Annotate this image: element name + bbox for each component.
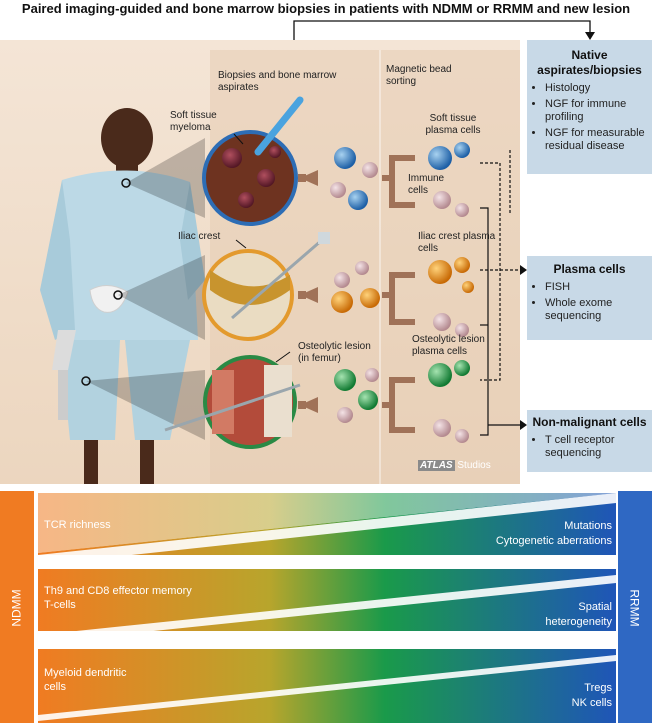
soft-plasma-label: Soft tissue plasma cells <box>425 113 481 136</box>
soft-tissue-sample <box>202 96 304 226</box>
row2-right-1: Spatial <box>578 601 612 613</box>
row3-right-2: NK cells <box>571 697 612 709</box>
row3-left: Myeloid dendritic cells <box>44 667 127 693</box>
plasma-item: FISH <box>545 281 646 294</box>
plasma-title: Plasma cells <box>553 262 626 276</box>
mixed-cells-2 <box>331 261 380 313</box>
iliac-plasma-label: Iliac crest plasma cells <box>418 231 496 254</box>
iliac-crest-sample <box>202 232 330 341</box>
figure-title: Paired imaging-guided and bone marrow bi… <box>21 1 631 16</box>
osteolytic-label: Osteolytic lesion (in femur) <box>298 341 371 364</box>
native-item: NGF for immune profiling <box>545 98 646 124</box>
row2-right-2: heterogeneity <box>545 616 612 628</box>
ndmm-band: NDMM <box>0 491 34 723</box>
gradient-wedges <box>38 493 616 723</box>
col-label-sorting: Magnetic bead sorting <box>386 64 452 87</box>
osteolytic-lesion-sample <box>164 355 301 449</box>
osteo-plasma-label: Osteolytic lesion plasma cells <box>412 334 485 357</box>
patient-figure <box>40 108 205 484</box>
native-item: NGF for measurable residual disease <box>545 127 646 153</box>
plasma-item: Whole exome sequencing <box>545 297 646 323</box>
row1-left: TCR richness <box>44 519 111 531</box>
mixed-cells-1 <box>330 147 378 210</box>
credit: ATLAS Studios <box>418 460 491 471</box>
row3-right-1: Tregs <box>584 682 612 694</box>
nonmal-item: T cell receptor sequencing <box>545 434 646 460</box>
box-arrows <box>520 265 527 430</box>
native-box: Native aspirates/biopsies Histology NGF … <box>527 40 652 174</box>
biopsy-illustration: Biopsies and bone marrow aspirates Magne… <box>0 40 520 484</box>
soft-tissue-label: Soft tissue myeloma <box>170 110 217 133</box>
row2-left: Th9 and CD8 effector memory T-cells <box>44 585 192 611</box>
native-title: Native aspirates/biopsies <box>537 48 642 77</box>
immune-cells-label: Immune cells <box>408 173 445 196</box>
rrmm-band: RRMM <box>618 491 652 723</box>
iliac-crest-label: Iliac crest <box>178 231 221 242</box>
mixed-cells-3 <box>334 368 379 423</box>
nonmal-title: Non-malignant cells <box>532 415 647 429</box>
col-label-biopsies: Biopsies and bone marrow aspirates <box>218 70 337 93</box>
row1-right-2: Cytogenetic aberrations <box>495 535 612 547</box>
plasma-box: Plasma cells FISH Whole exome sequencing <box>527 256 652 340</box>
top-connector <box>293 20 595 44</box>
native-item: Histology <box>545 82 646 95</box>
row1-right-1: Mutations <box>564 520 612 532</box>
nonmal-box: Non-malignant cells T cell receptor sequ… <box>527 410 652 472</box>
